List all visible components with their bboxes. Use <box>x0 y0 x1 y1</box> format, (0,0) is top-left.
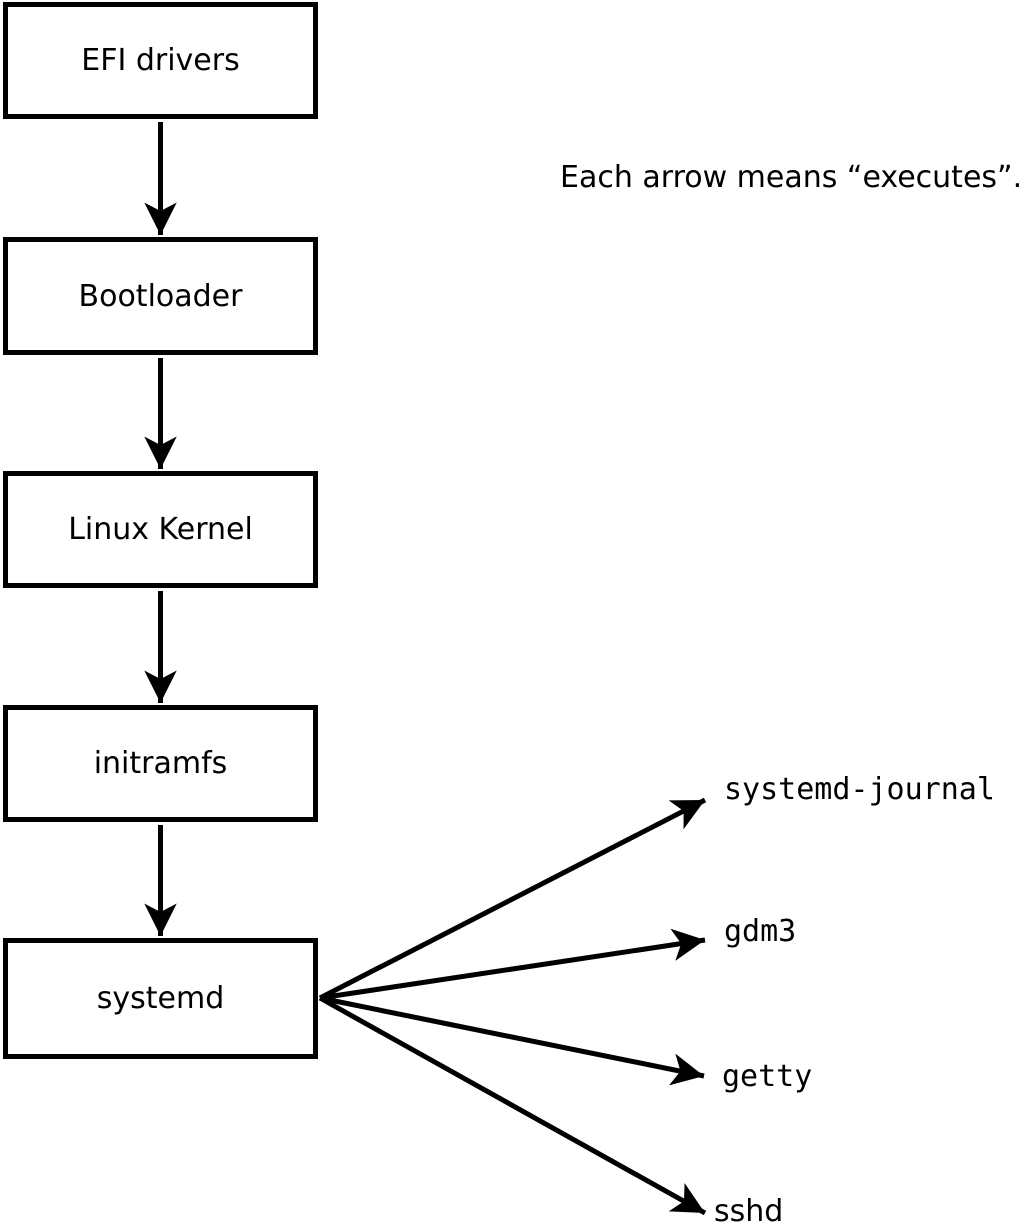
arrow-systemd-to-sshd <box>318 995 707 1216</box>
node-bootloader: Bootloader <box>3 237 318 355</box>
node-initramfs: initramfs <box>3 705 318 822</box>
node-efi-drivers: EFI drivers <box>3 2 318 119</box>
node-initramfs-label: initramfs <box>93 746 228 781</box>
arrow-systemd-to-journal <box>318 797 707 1001</box>
arrow-systemd-to-gdm3 <box>319 928 706 1001</box>
label-systemd-journal: systemd-journal <box>724 772 995 807</box>
arrow-systemd-to-getty <box>319 995 705 1086</box>
label-gdm3: gdm3 <box>724 914 797 949</box>
arrow-legend-note: Each arrow means “executes”. <box>560 160 1023 195</box>
node-efi-drivers-label: EFI drivers <box>81 43 240 78</box>
node-systemd: systemd <box>3 938 318 1059</box>
node-linux-kernel-label: Linux Kernel <box>68 512 253 547</box>
label-getty: getty <box>722 1059 813 1094</box>
label-sshd: sshd <box>714 1194 784 1229</box>
node-bootloader-label: Bootloader <box>78 278 243 314</box>
node-systemd-label: systemd <box>96 981 225 1016</box>
node-linux-kernel: Linux Kernel <box>3 471 318 588</box>
